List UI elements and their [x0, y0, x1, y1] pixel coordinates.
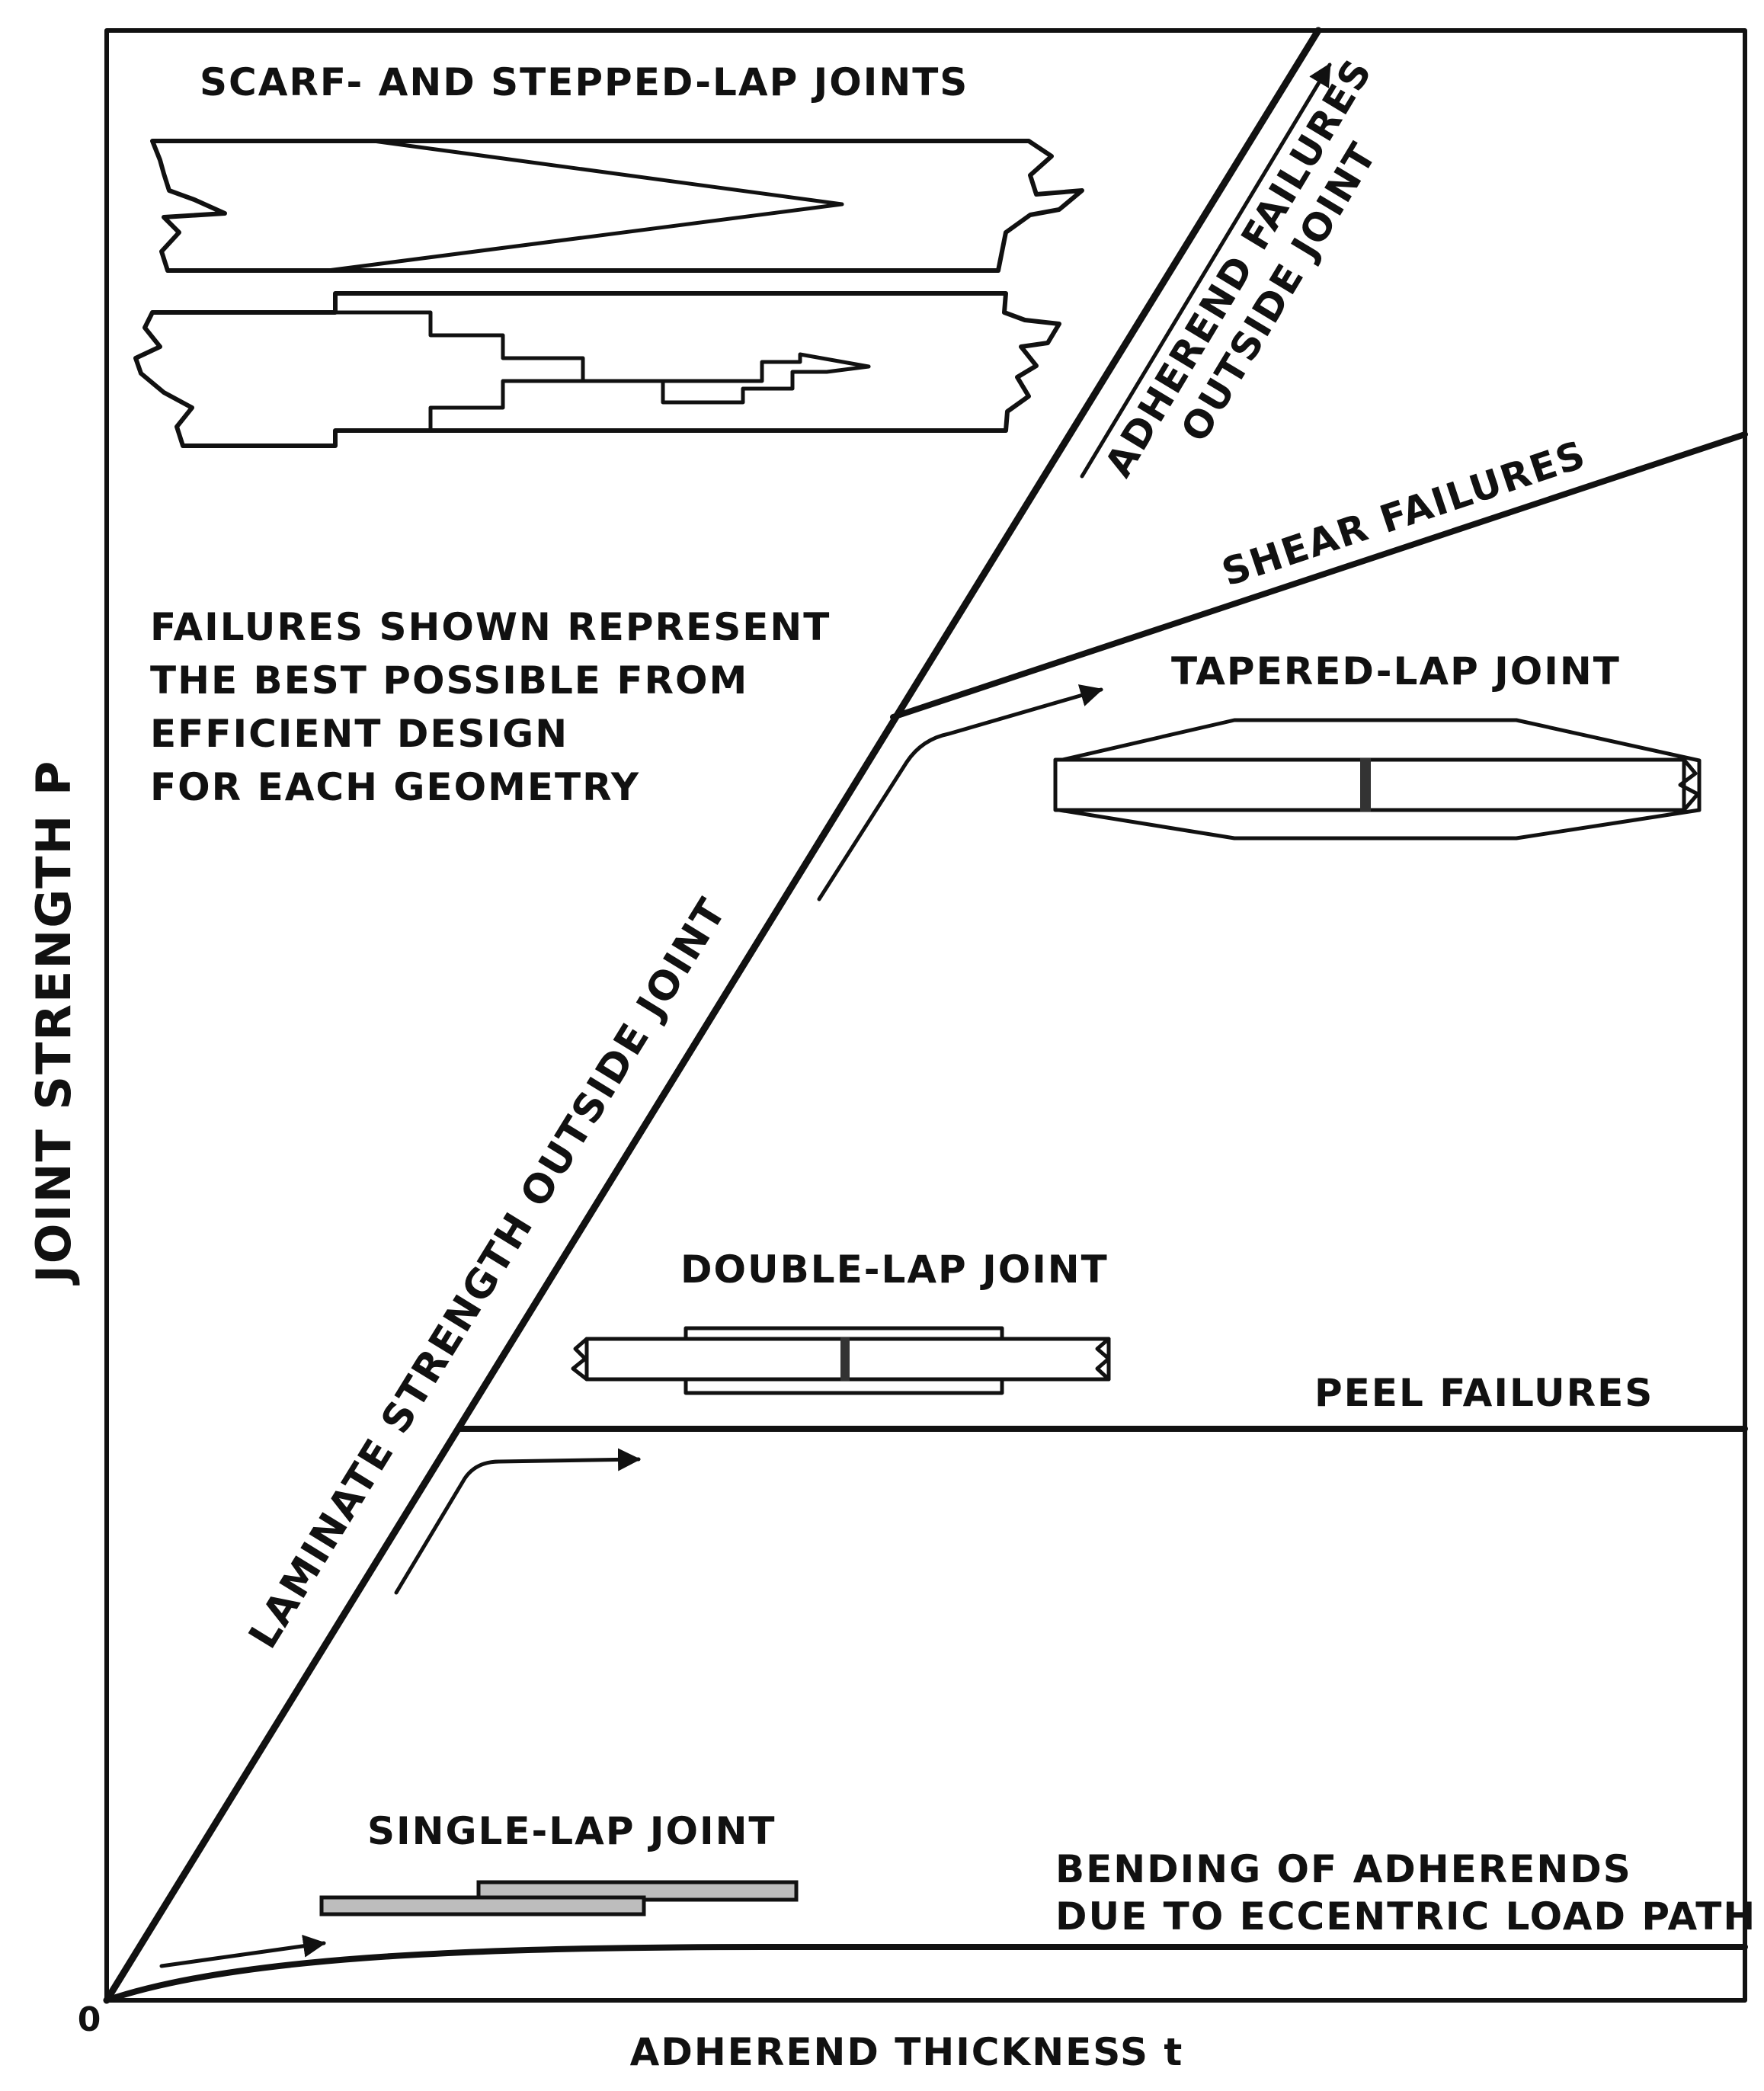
svg-text:FOR EACH GEOMETRY: FOR EACH GEOMETRY	[150, 765, 640, 809]
svg-text:EFFICIENT DESIGN: EFFICIENT DESIGN	[150, 712, 568, 756]
adherend-failures-arrow	[1080, 62, 1332, 479]
single-lap-label: SINGLE-LAP JOINT	[367, 1809, 776, 1853]
svg-text:THE BEST POSSIBLE FROM: THE BEST POSSIBLE FROM	[150, 658, 748, 703]
svg-text:ADHEREND FAILURES: ADHEREND FAILURES	[1096, 51, 1381, 485]
single-lap-joint-sketch	[319, 1880, 799, 1916]
shear-failures-line	[890, 431, 1748, 720]
scarf-joint-sketch	[150, 139, 1084, 273]
failures-note: FAILURES SHOWN REPRESENT THE BEST POSSIB…	[150, 605, 831, 809]
plot-frame	[104, 28, 1747, 2003]
adherend-failures-label: ADHEREND FAILURES OUTSIDE JOINT	[1096, 51, 1386, 485]
double-joint-gap	[840, 1337, 850, 1381]
bending-note: BENDING OF ADHERENDS DUE TO ECCENTRIC LO…	[1055, 1847, 1756, 1939]
svg-text:DUE TO ECCENTRIC LOAD PATH: DUE TO ECCENTRIC LOAD PATH	[1055, 1894, 1756, 1939]
svg-text:FAILURES SHOWN REPRESENT: FAILURES SHOWN REPRESENT	[150, 605, 831, 649]
bending-failures-curve	[104, 1944, 1748, 2003]
laminate-strength-label: LAMINATE STRENGTH OUTSIDE JOINT	[240, 890, 735, 1656]
double-lap-label: DOUBLE-LAP JOINT	[680, 1247, 1109, 1292]
tapered-lap-arrow	[817, 684, 1103, 901]
origin-label: 0	[78, 2000, 103, 2039]
single-lap-arrow	[159, 1934, 326, 1968]
y-axis-label: JOINT STRENGTH P	[26, 760, 82, 1286]
tapered-lap-label: TAPERED-LAP JOINT	[1171, 649, 1621, 693]
laminate-strength-line	[103, 27, 1322, 2004]
peel-failures-label: PEEL FAILURES	[1314, 1371, 1654, 1415]
tapered-lap-joint-sketch	[1053, 718, 1702, 841]
svg-text:BENDING OF ADHERENDS: BENDING OF ADHERENDS	[1055, 1847, 1632, 1891]
tapered-joint-gap	[1360, 758, 1371, 812]
stepped-lap-joint-sketch	[133, 291, 1061, 448]
scarf-stepped-label: SCARF- AND STEPPED-LAP JOINTS	[200, 60, 968, 104]
double-lap-arrow	[394, 1448, 641, 1595]
shear-failures-label: SHEAR FAILURES	[1216, 432, 1591, 595]
x-axis-label: ADHEREND THICKNESS t	[630, 2030, 1184, 2074]
double-lap-joint-sketch	[571, 1326, 1111, 1395]
